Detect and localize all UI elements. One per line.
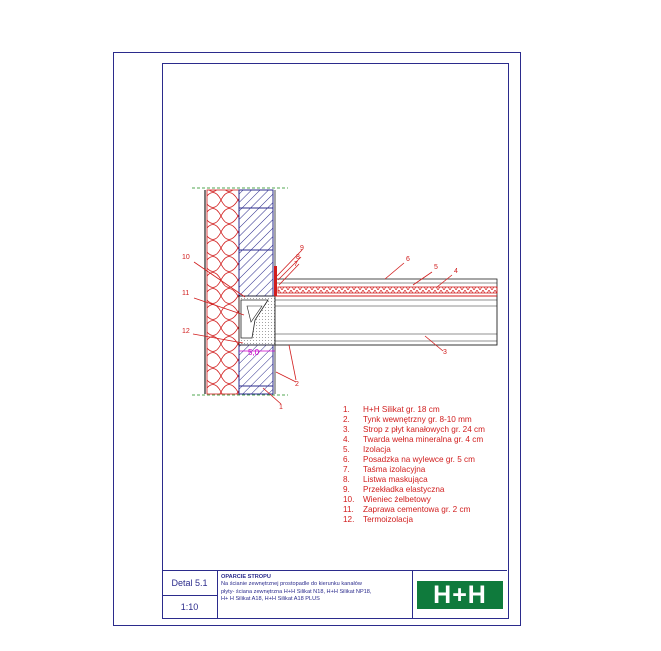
thermal-insulation xyxy=(206,189,240,395)
legend-list: 1.H+H Silikat gr. 18 cm 2.Tynk wewnętrzn… xyxy=(343,405,485,525)
callout-4: 4 xyxy=(454,268,458,275)
callout-1: 1 xyxy=(279,404,283,411)
callout-12: 12 xyxy=(182,328,190,335)
legend-item: 6.Posadzka na wylewce gr. 5 cm xyxy=(343,455,475,464)
legend-item: 2.Tynk wewnętrzny gr. 8-10 mm xyxy=(343,415,472,424)
legend-item: 4.Twarda wełna mineralna gr. 4 cm xyxy=(343,435,484,444)
legend-item: 10.Wieniec żelbetowy xyxy=(343,495,431,504)
axis-marks xyxy=(192,187,288,396)
svg-text:5,0: 5,0 xyxy=(248,348,260,357)
legend-item: 8.Listwa maskująca xyxy=(343,475,428,484)
detail-number: Detal 5.1 xyxy=(162,571,217,596)
leader-lines xyxy=(192,249,453,405)
title-description: OPARCIE STROPU Na ścianie zewnętrznej pr… xyxy=(221,574,411,604)
callout-11: 11 xyxy=(182,290,189,297)
logo-cell: H+H xyxy=(412,571,507,618)
description-line: H+ H Silikat A18, H+H Silikat A18 PLUS xyxy=(221,596,320,603)
outer-frame xyxy=(113,52,521,626)
description-line: płyty- ściana zewnętrzna H+H Silikat N18… xyxy=(221,588,372,595)
silikat-wall-lower xyxy=(238,344,274,395)
callout-7: 7 xyxy=(294,261,298,268)
legend-item: 7.Taśma izolacyjna xyxy=(343,465,426,474)
callout-3: 3 xyxy=(443,349,447,356)
legend-item: 3.Strop z płyt kanałowych gr. 24 cm xyxy=(343,425,485,434)
callout-9: 9 xyxy=(300,245,304,252)
callout-10: 10 xyxy=(182,254,190,261)
legend-item: 5.Izolacja xyxy=(343,445,391,454)
callout-6: 6 xyxy=(406,256,410,263)
scale-label: 1:10 xyxy=(180,602,199,612)
silikat-wall-upper xyxy=(238,189,274,297)
legend-item: 11.Zaprawa cementowa gr. 2 cm xyxy=(343,505,471,514)
title-block-left: Detal 5.1 1:10 xyxy=(162,571,218,618)
hh-logo: H+H xyxy=(417,581,503,609)
description-line: Na ścianie zewnętrznej prostopadle do ki… xyxy=(221,581,362,588)
elastic-strip xyxy=(274,266,277,296)
callout-5: 5 xyxy=(434,264,438,271)
detail-title: OPARCIE STROPU xyxy=(221,574,271,580)
callout-2: 2 xyxy=(295,381,299,388)
legend-item: 9.Przekładka elastyczna xyxy=(343,485,445,494)
inner-frame xyxy=(162,63,509,619)
floor-slab xyxy=(274,295,498,346)
title-block: Detal 5.1 1:10 OPARCIE STROPU Na ścianie… xyxy=(162,570,507,618)
callout-8: 8 xyxy=(296,254,300,261)
callout-labels: 1 2 3 4 5 6 7 8 9 10 11 12 xyxy=(182,245,458,411)
ring-beam xyxy=(238,295,276,346)
legend-item: 12.Termoizolacja xyxy=(343,515,414,524)
dimension-line: 5,0 xyxy=(239,348,275,357)
floor-layers xyxy=(274,278,498,297)
legend-item: 1.H+H Silikat gr. 18 cm xyxy=(343,405,440,414)
